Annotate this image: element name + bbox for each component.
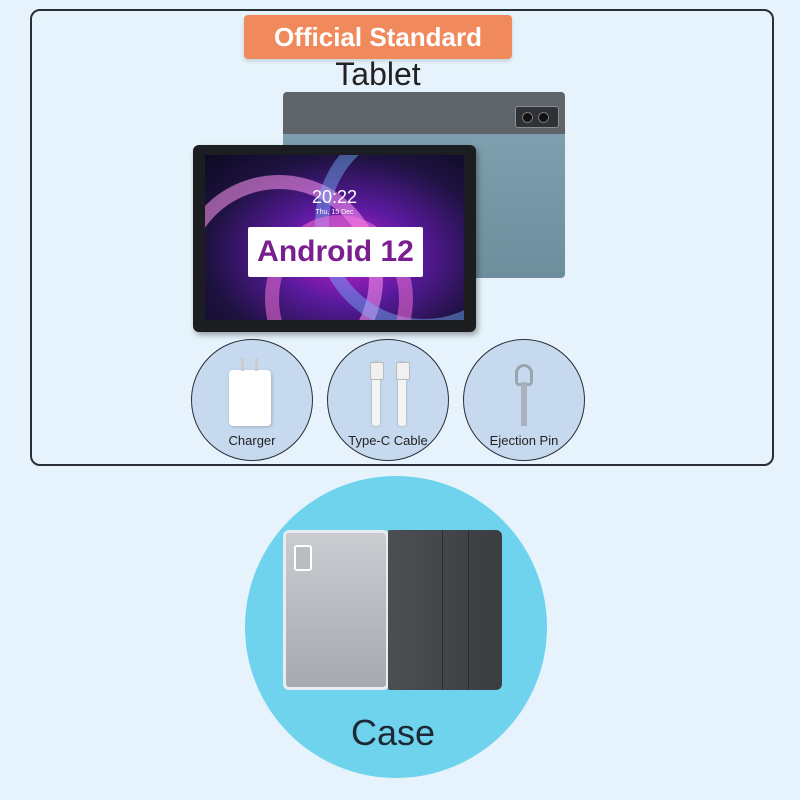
accessory-label: Charger <box>228 433 276 448</box>
accessory-ejection-pin: Ejection Pin <box>463 339 585 461</box>
clear-case-image <box>283 530 389 690</box>
flip-case-image <box>388 530 502 690</box>
tablet-screen: 20:22 Thu, 15 Dec Android 12 <box>205 155 464 320</box>
tablet-front-image: 20:22 Thu, 15 Dec Android 12 <box>193 145 476 332</box>
official-standard-badge: Official Standard <box>244 15 512 59</box>
android-version-label: Android 12 <box>248 227 423 277</box>
accessory-label: Type-C Cable <box>348 433 428 448</box>
case-label: Case <box>350 712 436 753</box>
accessory-charger: Charger <box>191 339 313 461</box>
accessory-label: Ejection Pin <box>489 433 559 448</box>
rear-camera-icon <box>515 106 559 128</box>
accessory-type-c-cable: Type-C Cable <box>327 339 449 461</box>
screen-date: Thu, 15 Dec <box>315 209 354 216</box>
screen-time: 20:22 <box>311 187 358 207</box>
charger-icon <box>229 358 271 426</box>
case-camera-cutout-icon <box>294 545 312 571</box>
tablet-label: Tablet <box>335 56 421 92</box>
